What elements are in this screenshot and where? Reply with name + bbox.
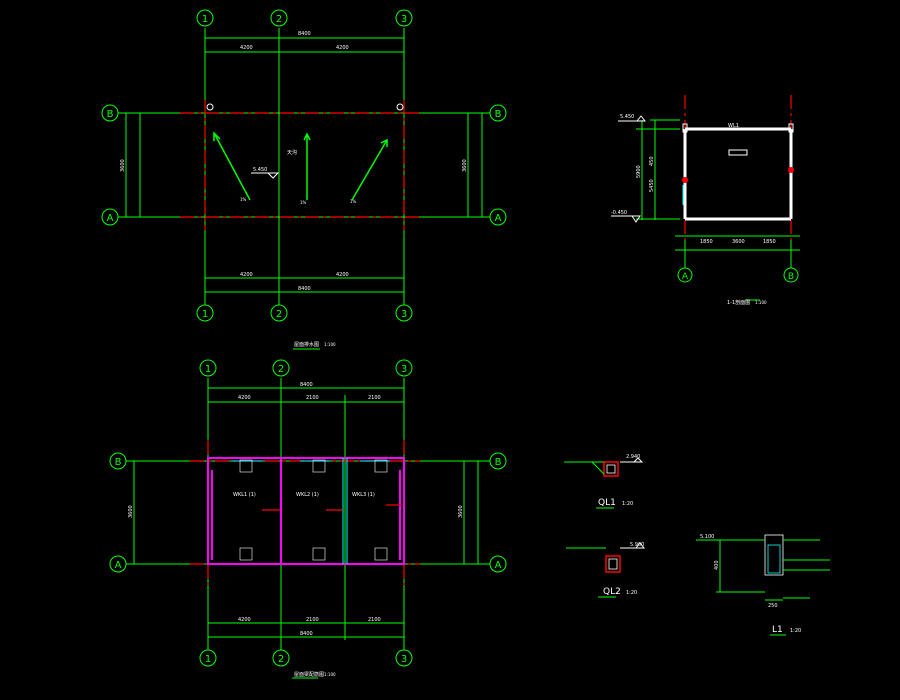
beam-label-3: WKL3 (1)	[352, 492, 375, 498]
axis-2-bottom: 2	[276, 309, 282, 320]
roof-dim-left: 3600	[120, 159, 126, 172]
beam-axis-1-top: 1	[205, 364, 211, 375]
beam-axis-b-left: B	[115, 457, 122, 468]
roof-slope-3: 1%	[350, 199, 357, 204]
beam-axis-1-bottom: 1	[205, 654, 211, 665]
l1-name: L1	[772, 625, 783, 635]
beam-axis-3-bottom: 3	[401, 654, 407, 665]
beam-dim-bottom-c: 2100	[368, 617, 381, 623]
section-title: 1-1剖面图	[727, 299, 750, 306]
roof-slope-1: 1%	[240, 197, 247, 202]
section-dim-left: 1850	[700, 239, 713, 245]
beam-dim-left: 3600	[128, 505, 134, 518]
roof-dim-bottom-total: 8400	[298, 286, 311, 292]
axis-a-right: A	[495, 213, 502, 224]
section-dim-lower: 5450	[649, 179, 655, 192]
axis-b-left: B	[107, 109, 114, 120]
roof-dim-bottom-seg1: 4200	[240, 272, 253, 278]
section-elev-top: 5.450	[620, 114, 634, 120]
beam-plan-scale: 1:100	[324, 672, 336, 677]
axis-labels: 1 2 3 1 2 3 B A B A A B 1 2 3 1 2 3 B A …	[107, 14, 795, 665]
beam-axis-2-bottom: 2	[278, 654, 284, 665]
axis-bubbles	[101, 9, 799, 667]
axis-3-top: 3	[401, 14, 407, 25]
section-dim-vertical: 5900	[636, 165, 642, 178]
ql2-name: QL2	[603, 587, 621, 597]
roof-slope-2: 1%	[300, 200, 307, 205]
section-dim-mid: 3600	[732, 239, 745, 245]
beam-plan-title: 屋面梁配筋图	[294, 671, 324, 678]
beam-dim-top-c: 2100	[368, 395, 381, 401]
section-scale: 1:100	[755, 300, 767, 305]
beam-label-1: WKL1 (1)	[233, 492, 256, 498]
axis-2-top: 2	[276, 14, 282, 25]
beam-axis-a-right: A	[495, 560, 502, 571]
section-dim-upper: 450	[649, 156, 655, 166]
section-1-1	[611, 95, 800, 301]
l1-width: 250	[768, 603, 778, 609]
beam-dim-top-total: 8400	[300, 382, 313, 388]
axis-b-right: B	[495, 109, 502, 120]
ql1-detail	[564, 457, 644, 509]
l1-detail	[696, 534, 830, 636]
beam-axis-b-right: B	[495, 457, 502, 468]
beam-dim-bottom-a: 4200	[238, 617, 251, 623]
beam-dim-bottom-total: 8400	[300, 631, 313, 637]
beam-axis-3-top: 3	[401, 364, 407, 375]
axis-1-bottom: 1	[202, 309, 208, 320]
axis-3-bottom: 3	[401, 309, 407, 320]
section-beam-label: WL1	[728, 123, 739, 129]
ql2-detail	[566, 542, 646, 598]
l1-elev: 5.100	[700, 534, 714, 540]
roof-dim-top-total: 8400	[298, 31, 311, 37]
roof-center-label: 天沟	[287, 149, 297, 156]
beam-plan	[126, 378, 490, 679]
roof-plan-scale: 1:100	[324, 342, 336, 347]
roof-dim-top-seg2: 4200	[336, 45, 349, 51]
roof-dim-top-seg1: 4200	[240, 45, 253, 51]
section-axis-b: B	[788, 272, 794, 282]
section-elev-bottom: -0.450	[611, 210, 627, 216]
ql2-elev: 5.900	[630, 542, 644, 548]
beam-axis-a-left: A	[115, 560, 122, 571]
axis-a-left: A	[107, 213, 114, 224]
beam-dim-top-a: 4200	[238, 395, 251, 401]
section-axis-a: A	[682, 272, 689, 282]
beam-dim-top-b: 2100	[306, 395, 319, 401]
axis-1-top: 1	[202, 14, 208, 25]
ql2-scale: 1:20	[626, 590, 637, 596]
beam-dim-bottom-b: 2100	[306, 617, 319, 623]
ql1-scale: 1:20	[622, 501, 633, 507]
ql1-elev: 2.940	[626, 454, 640, 460]
section-dim-right: 1850	[763, 239, 776, 245]
roof-dim-bottom-seg2: 4200	[336, 272, 349, 278]
roof-plan	[118, 28, 490, 350]
beam-dim-right: 3600	[458, 505, 464, 518]
l1-height: 400	[714, 560, 720, 570]
beam-axis-2-top: 2	[278, 364, 284, 375]
beam-label-2: WKL2 (1)	[296, 492, 319, 498]
roof-dim-right: 3600	[462, 159, 468, 172]
roof-plan-title: 屋面排水图	[294, 341, 319, 348]
ql1-name: QL1	[598, 498, 616, 508]
l1-scale: 1:20	[790, 628, 801, 634]
roof-elevation: 5.450	[253, 167, 267, 173]
